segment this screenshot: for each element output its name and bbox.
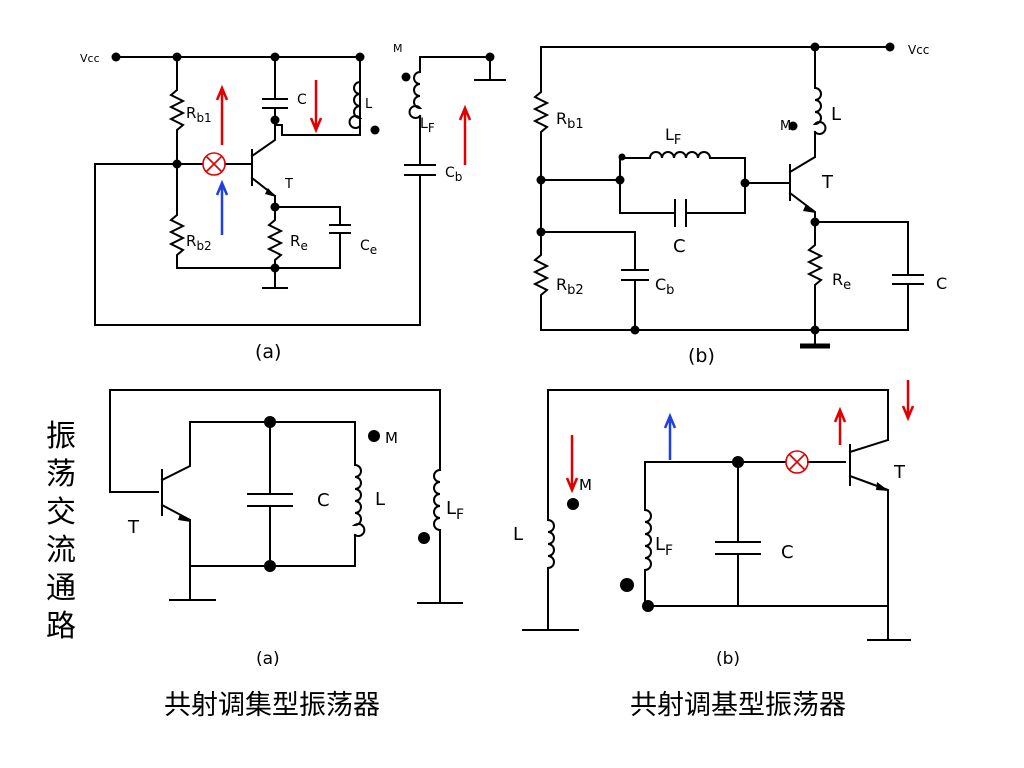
ce-label: Ce xyxy=(360,238,377,257)
mixer-circle-symbol-b xyxy=(785,450,809,474)
tank-l-label-bottom-a: L xyxy=(375,489,385,510)
mutual-m-label-bottom-a: M xyxy=(385,429,398,447)
transistor-label-bottom-b: T xyxy=(893,462,906,483)
mixer-circle-symbol-a xyxy=(202,152,226,176)
caption-tuned-base: 共射调基型振荡器 xyxy=(630,690,846,721)
rb1-label: Rb1 xyxy=(186,104,212,125)
sub-label-top-b: (b) xyxy=(688,345,715,367)
vcc-label: Vcc xyxy=(80,52,100,65)
lf-label: LF xyxy=(420,116,435,135)
rb2-label-b: Rb2 xyxy=(556,275,584,298)
vcc-label-b: Vcc xyxy=(908,43,929,57)
transistor-label-b: T xyxy=(821,172,834,193)
sub-label-bottom-b: (b) xyxy=(716,649,740,669)
caption-tuned-collector: 共射调集型振荡器 xyxy=(164,690,380,721)
lf-label-bottom-a: LF xyxy=(446,498,464,523)
lf-label-b: LF xyxy=(665,125,681,148)
tank-c-label: C xyxy=(297,92,307,108)
tank-c-label-b: C xyxy=(673,236,686,257)
side-label-ac-path: 振荡交流通路 xyxy=(46,419,76,644)
ac-path-tuned-base: M L LF C T (b) xyxy=(513,380,915,669)
mutual-m-label-b: M xyxy=(780,119,791,134)
tank-c-label-bottom-b: C xyxy=(781,542,794,563)
mutual-m-label: M xyxy=(393,42,403,55)
tank-c-label-bottom-a: C xyxy=(317,490,330,511)
mutual-m-label-bottom-b: M xyxy=(579,476,592,494)
transistor-label-bottom-a: T xyxy=(127,517,140,538)
re-label-b: Re xyxy=(832,270,851,293)
rb1-label-b: Rb1 xyxy=(556,109,584,132)
tank-l-label: L xyxy=(365,97,373,112)
transistor-label: T xyxy=(284,177,293,192)
lf-label-bottom-b: LF xyxy=(655,534,673,559)
coil-l-label-bottom-b: L xyxy=(513,524,523,545)
sub-label-top-a: (a) xyxy=(255,341,281,363)
circuit-common-emitter-tuned-collector-full: Vcc Rb1 Rb2 T C L M xyxy=(80,42,506,363)
ac-path-tuned-collector: C L M LF T (a) xyxy=(109,389,464,669)
cb-label-b: Cb xyxy=(655,275,674,298)
re-label: Re xyxy=(290,232,308,253)
circuit-common-emitter-tuned-base-full: Vcc Rb1 LF C T M L Rb2 Cb xyxy=(532,42,947,367)
sub-label-bottom-a: (a) xyxy=(256,649,280,669)
emitter-c-label-b: C xyxy=(936,274,947,293)
rb2-label: Rb2 xyxy=(186,232,212,253)
cb-label: Cb xyxy=(445,165,462,184)
coil-l-label-b: L xyxy=(831,104,841,125)
